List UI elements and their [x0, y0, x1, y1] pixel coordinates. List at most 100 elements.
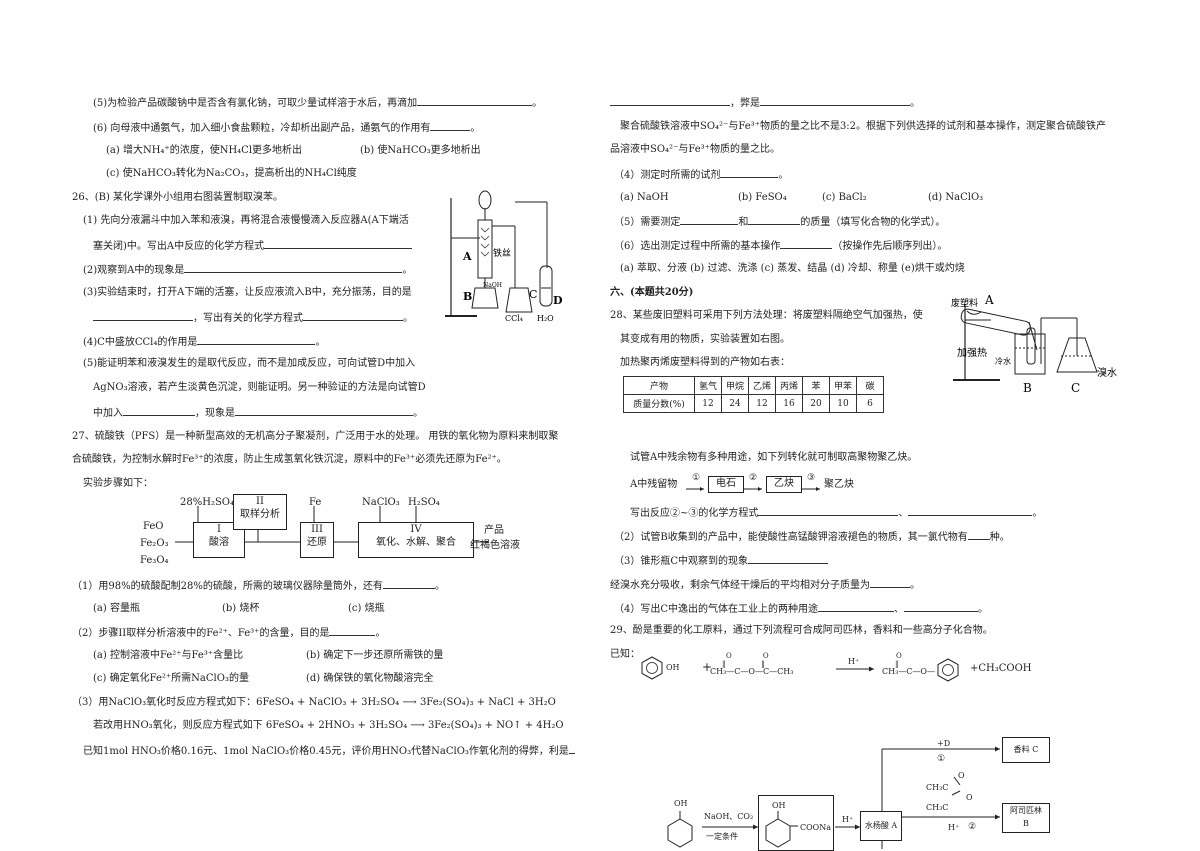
q27-6: （6）选出测定过程中所需的基本操作（按操作先后顺序列出）。: [614, 238, 947, 253]
answer-blank[interactable]: [758, 505, 899, 516]
q26-5b: AgNO₃溶液，若产生淡黄色沉淀，则能证明。另一种验证的方法是向试管D: [93, 382, 426, 393]
q25-5-text: (5)为检验产品碳酸钠中是否含有氯化钠，可取少量试样溶于水后，再滴加: [93, 98, 418, 109]
label-B: B: [463, 290, 472, 303]
answer-blank[interactable]: [908, 505, 1033, 516]
start-oh: OH: [674, 799, 688, 808]
chain-step-3: ③: [807, 473, 816, 483]
answer-blank[interactable]: [197, 334, 316, 345]
answer-blank[interactable]: [417, 95, 533, 106]
q25-6-text: (6) 向母液中通氨气，加入细小食盐颗粒，冷却析出副产品，通氨气的作用有: [93, 123, 431, 134]
q27-1-text: （1）用98%的硫酸配制28%的硫酸，所需的玻璃仪器除量筒外，还有: [72, 581, 383, 592]
q27-3a: （3）用NaClO₃氧化时反应方程式如下：6FeSO₄ + NaClO₃ + 3…: [72, 697, 556, 708]
q27-1c: (c) 烧瓶: [348, 603, 385, 614]
q27-3b: 若改用HNO₃氧化，则反应方程式如下 6FeSO₄ + 2HNO₃ + 3H₂S…: [93, 720, 564, 731]
q28-2-pre: （2）试管B收集到的产品中，能使酸性高锰酸钾溶液褪色的物质，其一氯代物有: [614, 532, 968, 543]
anhydride-ch3-1: CH₃C: [926, 783, 949, 792]
answer-blank[interactable]: [264, 238, 413, 249]
header-cell: 甲苯: [829, 376, 857, 395]
answer-blank[interactable]: [720, 167, 779, 178]
q27-4: （4）测定时所需的试剂。: [614, 167, 788, 182]
step-2-label: 取样分析: [240, 509, 280, 520]
rxn-anhydride: CH₃—C—O—C—CH₃: [710, 667, 794, 676]
rxn-product-double: ‖: [895, 660, 899, 668]
q25-6: (6) 向母液中通氨气，加入细小食盐颗粒，冷却析出副产品，通氨气的作用有。: [93, 120, 480, 135]
header-cell: 苯: [802, 376, 830, 395]
reagents-condition: 一定条件: [706, 832, 738, 841]
right-column: ，弊是。 聚合硫酸铁溶液中SO₄²⁻与Fe³⁺物质的量之比不是3:2。根据下列供…: [600, 0, 1200, 851]
bromobenzene-apparatus: A 铁丝 B NaOH C D CCl₄ H₂O: [445, 190, 563, 323]
answer-blank[interactable]: [967, 529, 990, 540]
label-ccl4: CCl₄: [505, 314, 523, 323]
rxn-h-catalyst: H⁺: [848, 657, 860, 666]
q28-1: 试管A中残余物有多种用途，如下列转化就可制取高聚物聚乙炔。: [630, 452, 918, 463]
q25-6b: (b) 使NaHCO₃更多地析出: [360, 145, 481, 156]
q27-4-text: （4）测定时所需的试剂: [614, 170, 721, 181]
table-cell: 24: [721, 394, 749, 413]
answer-blank[interactable]: [680, 214, 739, 225]
table-cell: 12: [694, 394, 722, 413]
table-row: 质量分数(%) 12 24 12 16 20 10 6: [623, 394, 884, 413]
header-cell: 乙烯: [748, 376, 776, 395]
rxn-plus: +: [702, 660, 713, 674]
q27-5: （5）需要测定和的质量（填写化合物的化学式）。: [614, 214, 945, 229]
answer-blank[interactable]: [382, 578, 435, 589]
answer-blank[interactable]: [748, 553, 829, 564]
q25-6a: (a) 增大NH₄⁺的浓度，使NH₄Cl更多地析出: [106, 145, 303, 156]
label-cold-water: 冷水: [995, 356, 1011, 366]
chain-start: A中残留物: [630, 479, 678, 490]
answer-blank[interactable]: [568, 743, 575, 754]
answer-blank[interactable]: [818, 601, 895, 612]
answer-blank[interactable]: [303, 310, 403, 321]
step-3-label: 还原: [307, 537, 327, 548]
answer-blank[interactable]: [780, 238, 833, 249]
answer-blank[interactable]: [123, 405, 195, 416]
q27-6-options: (a) 萃取、分液 (b) 过滤、洗涤 (c) 蒸发、结晶 (d) 冷却、称量 …: [620, 263, 965, 274]
rxn-double-bonds: ‖ ‖: [722, 660, 765, 668]
answer-blank[interactable]: [430, 120, 471, 131]
q27-1b: (b) 烧杯: [222, 603, 260, 614]
answer-blank[interactable]: [610, 95, 730, 106]
q27-3c-text: 已知1mol HNO₃价格0.16元、1mol NaClO₃价格0.45元，评价…: [83, 746, 569, 757]
q26-1a: (1) 先向分液漏斗中加入苯和液溴，再将混合液慢慢滴入反应器A(A下端活: [83, 215, 409, 226]
q25-6c: (c) 使NaHCO₃转化为Na₂CO₃，提高析出的NH₄Cl纯度: [106, 168, 357, 179]
product-table: 产物 氢气 甲烷 乙烯 丙烯 苯 甲苯 碳 质量分数(%) 12 24 12 1…: [623, 376, 884, 413]
q27-2d: (d) 确保铁的氧化物酸溶完全: [306, 673, 434, 684]
q27-4a: (a) NaOH: [620, 192, 669, 203]
q26-1b: 塞关闭)中。写出A中反应的化学方程式: [93, 238, 413, 253]
q27-5-pre: （5）需要测定: [614, 217, 681, 228]
q27-cont: ，弊是。: [610, 95, 920, 110]
reagent-naclo3: NaClO₃: [362, 497, 400, 508]
q28-a: 28、某些废旧塑料可采用下列方法处理：将废塑料隔绝空气加强热，使: [610, 310, 923, 321]
chain-arrow-2: [744, 487, 762, 491]
answer-blank[interactable]: [235, 405, 413, 416]
q27-5-mid: 和: [738, 217, 749, 228]
q27-1: （1）用98%的硫酸配制28%的硫酸，所需的玻璃仪器除量筒外，还有。: [72, 578, 445, 593]
label-C: C: [529, 288, 537, 301]
answer-blank[interactable]: [760, 95, 910, 106]
answer-blank[interactable]: [184, 262, 403, 273]
raw-fe2o3: Fe₂O₃: [140, 538, 169, 549]
q28-2-post: 种。: [989, 532, 1010, 543]
q26-4: (4)C中盛放CCl₄的作用是。: [83, 334, 325, 349]
left-column: (5)为检验产品碳酸钠中是否含有氯化钠，可取少量试样溶于水后，再滴加。 (6) …: [0, 0, 600, 849]
header-cell: 丙烯: [775, 376, 803, 395]
answer-blank[interactable]: [904, 601, 979, 612]
answer-blank[interactable]: [93, 310, 193, 321]
label-iron-wire: 铁丝: [493, 247, 511, 259]
q26-5a: (5)能证明苯和液溴发生的是取代反应，而不是加成反应，可向试管D中加入: [83, 358, 416, 369]
answer-blank[interactable]: [329, 625, 376, 636]
step-4-label: 氧化、水解、聚合: [376, 537, 456, 548]
inter-coona: COONa: [800, 823, 832, 832]
q27-intro-b: 合硫酸铁，为控制水解时Fe³⁺的浓度，防止生成氢氧化铁沉淀，原料中的Fe³⁺必须…: [72, 454, 507, 465]
table-header-row: 产物 氢气 甲烷 乙烯 丙烯 苯 甲苯 碳: [623, 376, 884, 395]
label-D: D: [553, 294, 563, 307]
chain-end: 聚乙炔: [824, 479, 854, 490]
header-cell: 碳: [856, 376, 884, 395]
q26-3b: ，写出有关的化学方程式。: [93, 310, 413, 325]
phenol-ring: [641, 656, 663, 680]
rxn-oh: OH: [666, 663, 680, 672]
q28-3b: 经溴水充分吸收，剩余气体经干燥后的平均相对分子质量为。: [610, 577, 920, 592]
reagent-h2so4-b: H₂SO₄: [408, 497, 440, 508]
answer-blank[interactable]: [870, 577, 910, 588]
answer-blank[interactable]: [748, 214, 801, 225]
